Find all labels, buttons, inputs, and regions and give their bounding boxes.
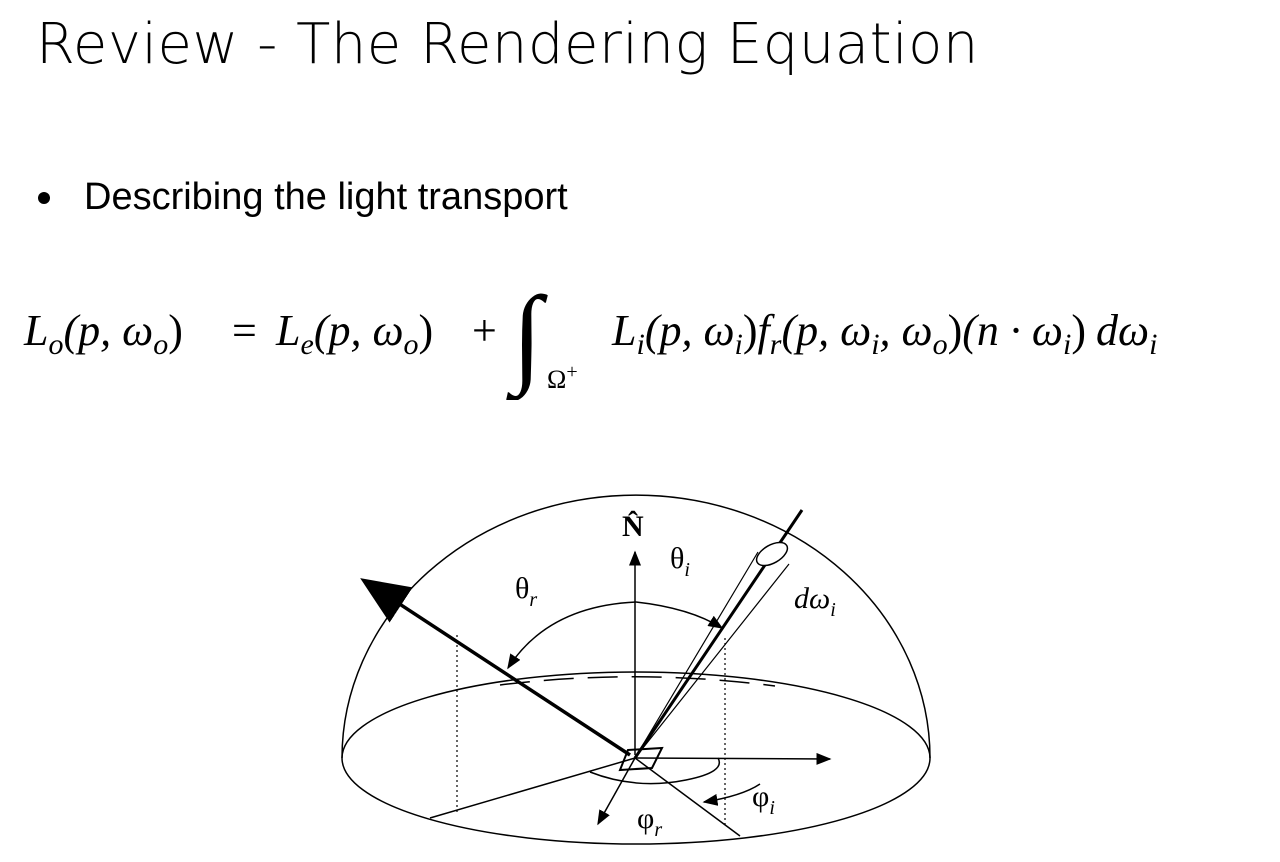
domega-label: dωi <box>794 582 836 621</box>
equation-emitted: Le(p, ωo) <box>275 306 433 361</box>
rendering-equation: Lo(p, ωo) = Le(p, ωo) + ∫ Ω+ Li(p, ωi)fr… <box>23 274 1157 400</box>
horizon-arc <box>499 676 776 687</box>
projection-reflected <box>429 757 636 819</box>
phi-r-label: φr <box>637 802 662 841</box>
phi-i-arc <box>702 783 761 806</box>
equation-equals: = <box>232 306 257 355</box>
surface-axis-x <box>634 752 832 765</box>
equation-plus: + <box>472 306 497 355</box>
normal-label: N̂ <box>622 510 644 543</box>
integral-domain: Ω+ <box>547 361 578 394</box>
azimuth-arc <box>589 757 720 785</box>
base-ellipse <box>341 671 931 845</box>
hemisphere-dome <box>341 494 931 759</box>
cone-cap <box>755 541 789 567</box>
bullet-dot <box>38 191 50 204</box>
phi-i-label: φi <box>752 780 775 819</box>
integral-sign: ∫ <box>506 274 548 400</box>
theta-r-arc <box>507 601 637 670</box>
slide-title: Review - The Rendering Equation <box>36 12 979 77</box>
cone-edge-right <box>634 563 790 759</box>
hemisphere-diagram: N̂ θi θr dωi φi φr <box>341 494 931 845</box>
surface-patch <box>618 746 664 772</box>
theta-i-arc <box>635 601 724 629</box>
equation-integrand: Li(p, ωi)fr(p, ωi, ωo)(n · ωi)dωi <box>611 306 1157 361</box>
bullet-text: Describing the light transport <box>84 176 568 218</box>
cone-edge-left <box>634 551 759 759</box>
projection-incident <box>634 757 741 837</box>
reflected-ray <box>360 578 631 757</box>
equation-lhs: Lo(p, ωo) <box>23 306 183 361</box>
theta-i-label: θi <box>670 542 690 581</box>
theta-r-label: θr <box>515 572 537 611</box>
bullet-item: Describing the light transport <box>38 176 568 219</box>
